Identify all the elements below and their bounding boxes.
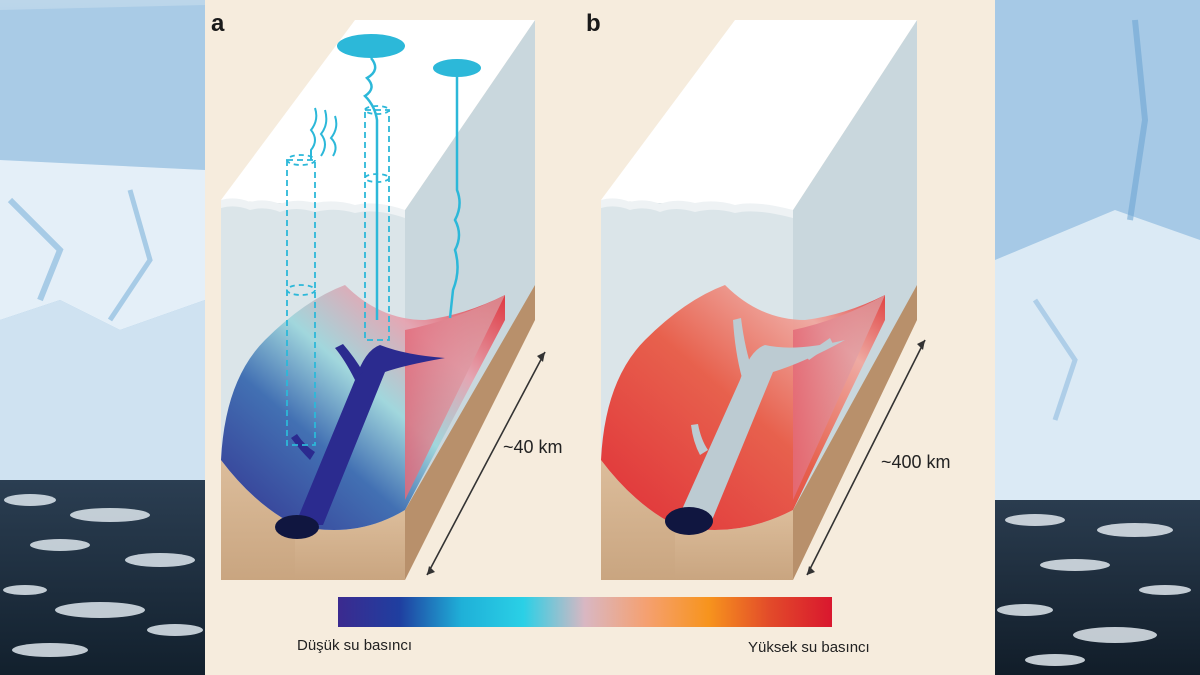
- panel-label-b: b: [586, 10, 601, 37]
- scale-label-a: ~40 km: [503, 437, 563, 457]
- legend-high-label: Yüksek su basıncı: [748, 639, 870, 656]
- diagram-panel: a b: [205, 0, 995, 675]
- ice-sheet-block-a: [221, 20, 546, 580]
- scale-label-b: ~400 km: [881, 452, 951, 472]
- glacier-photo-left: [0, 0, 205, 675]
- ice-sheet-block-b: [601, 20, 926, 580]
- legend-low-label: Düşük su basıncı: [297, 637, 413, 654]
- pressure-colorbar: [338, 597, 832, 627]
- panel-label-a: a: [211, 10, 225, 37]
- glacier-photo-right: [995, 0, 1200, 675]
